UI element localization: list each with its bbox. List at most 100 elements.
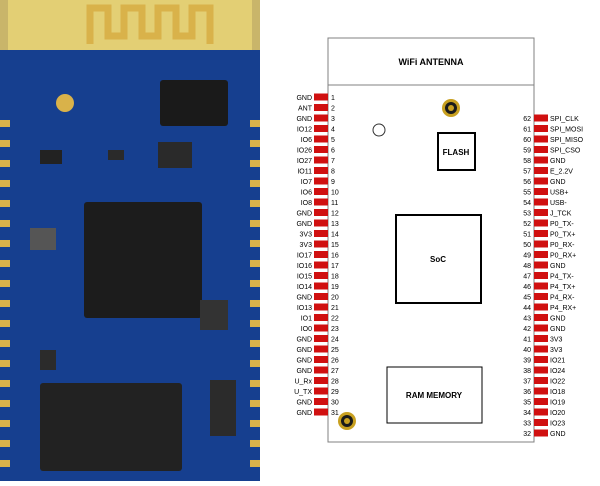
pin-number: 38	[523, 368, 531, 375]
pin-pad	[314, 177, 328, 185]
pin-pad	[314, 146, 328, 153]
pin-pad	[314, 282, 328, 290]
pin-name: IO6	[301, 190, 312, 197]
pin-name: GND	[296, 347, 312, 354]
pin-name: P4_RX+	[550, 305, 576, 312]
pin-number: 33	[523, 421, 531, 428]
pin-pad	[314, 251, 328, 258]
small-component	[40, 350, 56, 370]
pin-name: IO22	[550, 379, 565, 386]
pin-name: IO11	[297, 169, 312, 176]
pin-number: 42	[523, 326, 531, 333]
pin-name: IO15	[297, 274, 312, 281]
pin-name: GND	[550, 431, 566, 438]
pin-pad	[314, 303, 328, 311]
pin-name: USB-	[550, 200, 567, 207]
pin-name: 3V3	[300, 232, 313, 239]
pin-name: P0_RX+	[550, 253, 576, 260]
pin-pad	[534, 251, 548, 258]
pin-name: IO17	[297, 253, 312, 260]
pin-number: 62	[523, 116, 531, 123]
pin-number: 41	[523, 337, 531, 344]
pin-pad	[534, 177, 548, 185]
pin-number: 6	[331, 148, 335, 155]
pin-name: IO14	[297, 284, 312, 291]
soc-chip-photo	[84, 202, 202, 318]
pin-pad	[534, 293, 548, 300]
pin-number: 60	[523, 137, 531, 144]
pin-number: 44	[523, 305, 531, 312]
pin1-indicator	[372, 123, 386, 137]
pin-name: GND	[550, 326, 566, 333]
pin-name: GND	[296, 211, 312, 218]
pin-number: 37	[523, 379, 531, 386]
pin-pad	[534, 356, 548, 363]
pin-pad	[314, 188, 328, 195]
pin-number: 13	[331, 221, 339, 228]
pin-name: GND	[296, 95, 312, 102]
pin-number: 14	[331, 232, 339, 239]
pin-name: P4_TX-	[550, 274, 574, 281]
pin-number: 47	[523, 274, 531, 281]
pin-name: P0_RX-	[550, 242, 575, 249]
pin-pad	[534, 261, 548, 269]
small-component	[210, 380, 236, 436]
pin-number: 61	[523, 127, 531, 134]
pin-name: USB+	[550, 190, 568, 197]
pin-name: GND	[296, 400, 312, 407]
pin-pad	[534, 125, 548, 132]
pin-pad	[534, 167, 548, 174]
pin-number: 20	[331, 295, 339, 302]
pin-pad	[534, 135, 548, 143]
pin-name: SPI_MISO	[550, 137, 584, 144]
pin-number: 3	[331, 116, 335, 123]
pin-number: 55	[523, 190, 531, 197]
pin-number: 51	[523, 232, 531, 239]
pin-number: 17	[331, 263, 339, 270]
right-pin-37: 37 IO22	[523, 377, 565, 386]
pin-name: GND	[296, 295, 312, 302]
pin-pad	[534, 377, 548, 384]
pin-number: 34	[523, 410, 531, 417]
right-pin-60: 60 SPI_MISO	[523, 135, 584, 144]
pin-number: 9	[331, 179, 335, 186]
pin-pad	[314, 261, 328, 269]
crystal-oscillator	[30, 228, 56, 250]
pin-name: GND	[550, 158, 566, 165]
pin-name: IO6	[301, 137, 312, 144]
mounting-hole-top	[442, 99, 460, 117]
pin-name: IO19	[550, 400, 565, 407]
pin-number: 11	[331, 200, 338, 207]
right-edge-pads	[250, 120, 260, 467]
pin-pad	[534, 366, 548, 374]
left-edge-pads	[0, 120, 10, 467]
pin-number: 52	[523, 221, 531, 228]
module-photo	[0, 0, 260, 481]
pin-name: IO0	[301, 326, 312, 333]
pin-number: 27	[331, 368, 339, 375]
pin-pad	[534, 324, 548, 332]
mounting-hole	[56, 94, 74, 112]
pin-name: SPI_MOSI	[550, 127, 583, 134]
